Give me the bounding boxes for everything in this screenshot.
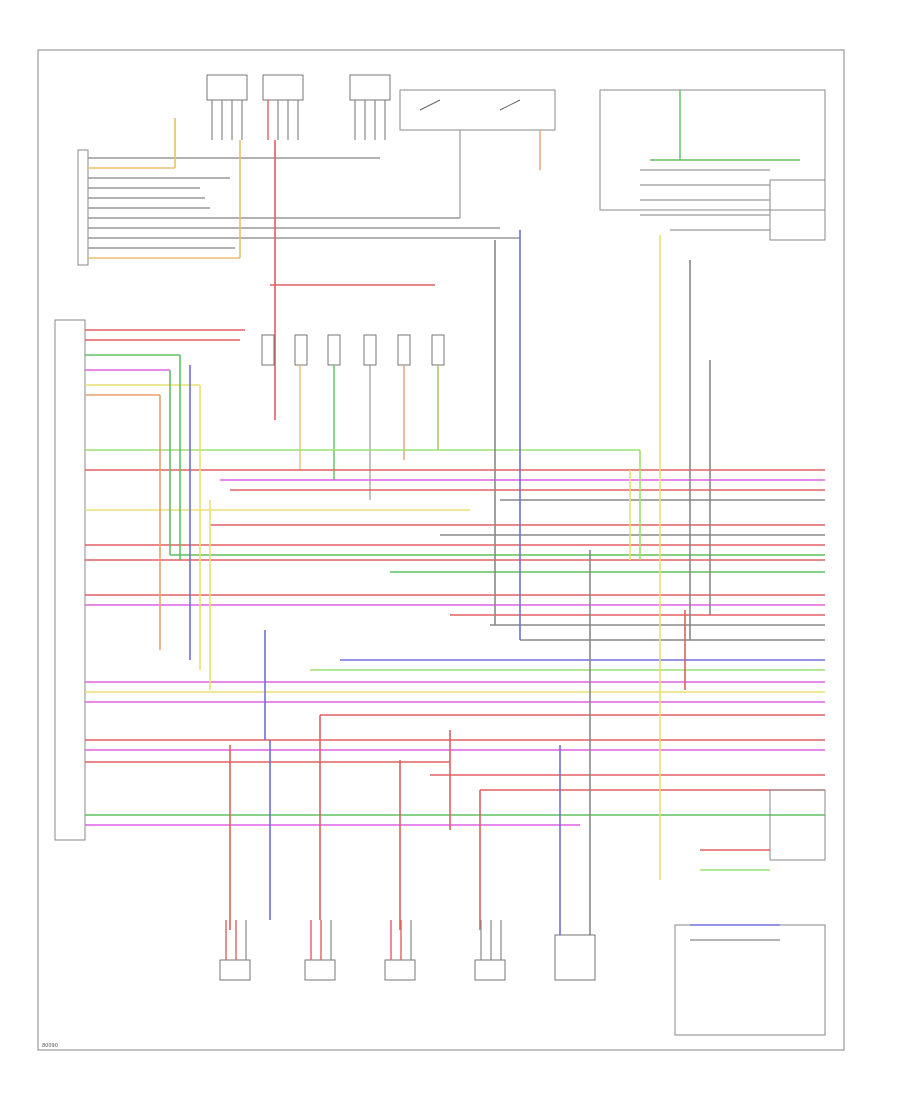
page-id: 80090 [42, 1043, 58, 1049]
neutral-switch [399, 89, 556, 218]
oxygen-sensor-1 [206, 74, 248, 140]
right-relay-stack [674, 789, 826, 1036]
bottom-sensor-4 [474, 920, 506, 981]
bottom-sensor-1 [219, 920, 251, 981]
vertical-runs [159, 230, 711, 940]
oxygen-sensor-3 [349, 74, 391, 140]
oxygen-sensor-2 [262, 74, 304, 140]
diagram-frame [37, 49, 845, 1051]
pcm-connector [54, 319, 86, 841]
injector-bank [261, 140, 445, 500]
relay-box [599, 89, 826, 241]
bottom-sensor-2 [304, 920, 336, 981]
bottom-sensor-5 [554, 934, 596, 981]
left-top-connector [77, 118, 520, 266]
bottom-sensor-3 [384, 920, 416, 981]
main-harness [85, 329, 825, 826]
